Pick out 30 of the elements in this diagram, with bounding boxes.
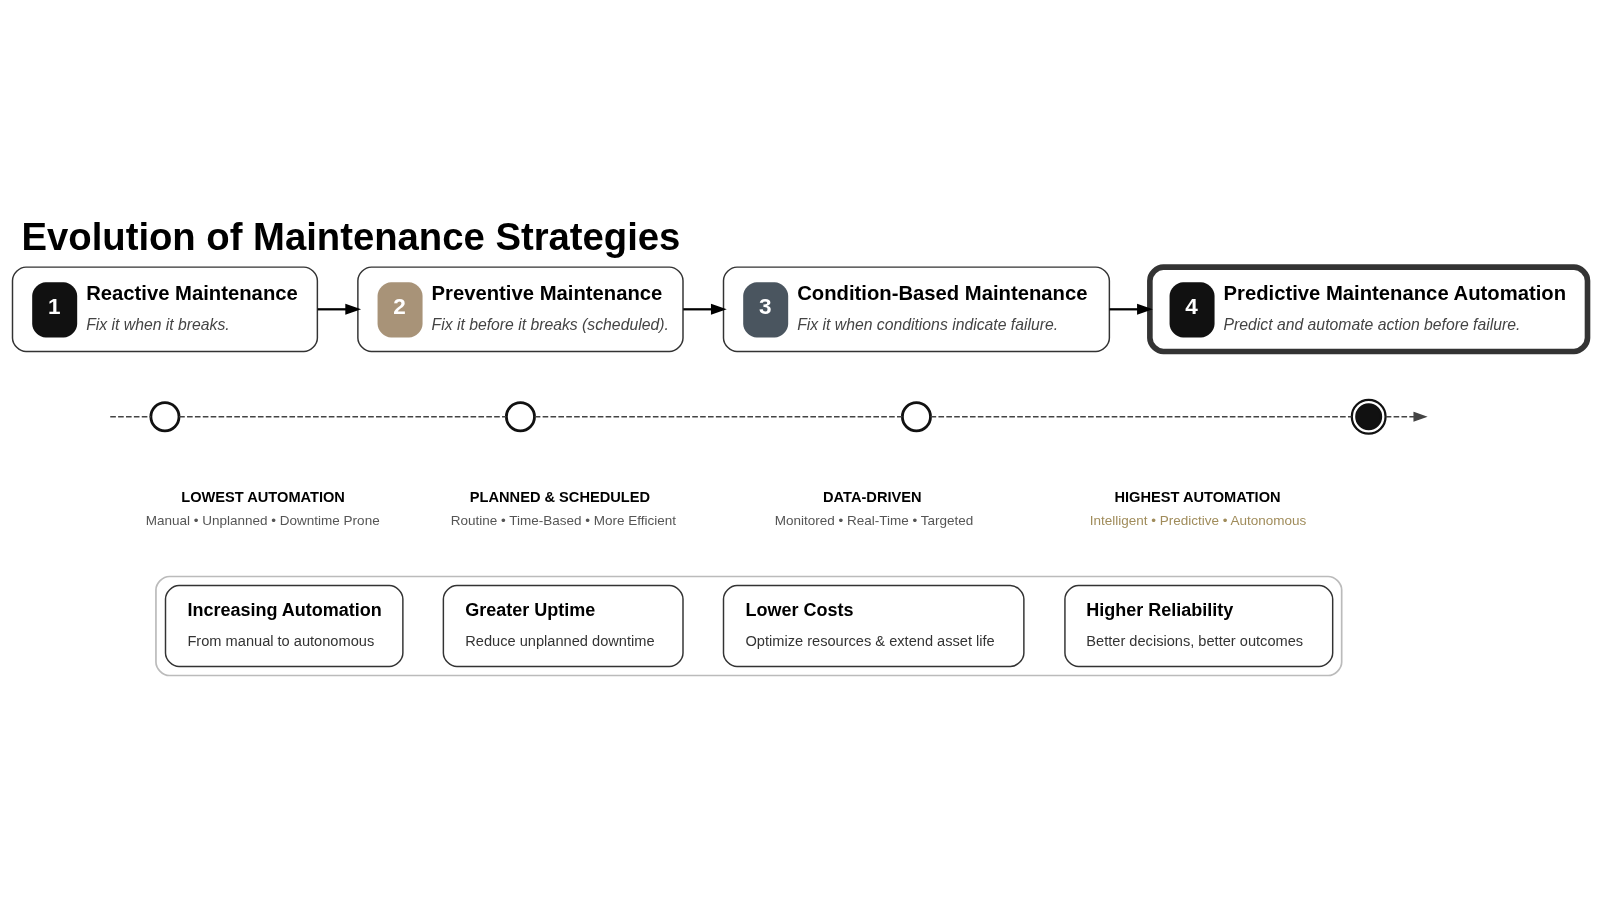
node-label: LOWEST AUTOMATION <box>181 488 345 505</box>
node-box: Higher Reliability Better decisions, better outcomes <box>1064 584 1334 667</box>
node-box: 1 Reactive Maintenance Fix it when it breaks. <box>11 265 319 352</box>
arrow <box>1109 303 1153 315</box>
node-circle <box>900 400 932 432</box>
connector <box>929 415 1353 417</box>
node-box: 4 Predictive Maintenance Automation Predict and automate action before failure. <box>1147 263 1591 354</box>
node-label: Monitored • Real-Time • Targeted <box>774 512 974 528</box>
node-label: DATA-DRIVEN <box>823 488 922 505</box>
node-circle <box>1350 398 1387 435</box>
node-label: HIGHEST AUTOMATION <box>1114 488 1281 505</box>
node-label: Manual • Unplanned • Downtime Prone <box>145 512 380 528</box>
connector <box>534 415 903 417</box>
diagram-title: Evolution of Maintenance Strategies <box>21 214 681 258</box>
cluster <box>155 575 1343 676</box>
node-box: 3 Condition-Based Maintenance Fix it when conditions indicate failure. <box>722 265 1111 352</box>
node-circle <box>149 400 181 432</box>
node-box: Lower Costs Optimize resources & extend asset life <box>722 584 1025 667</box>
node-box: Greater Uptime Reduce unplanned downtime <box>442 584 684 667</box>
node-label: PLANNED & SCHEDULED <box>469 488 651 505</box>
node-label: Intelligent • Predictive • Autonomous <box>1089 512 1307 528</box>
connector <box>109 415 152 417</box>
node-box: 2 Preventive Maintenance Fix it before it breaks (scheduled). <box>357 265 684 352</box>
node-box: Increasing Automation From manual to autonomous <box>164 584 404 667</box>
connector <box>178 415 507 417</box>
arrow <box>1385 411 1428 422</box>
node-circle <box>504 400 536 432</box>
node-label: Routine • Time-Based • More Efficient <box>450 512 676 528</box>
arrow <box>317 303 362 315</box>
arrow <box>683 303 727 315</box>
